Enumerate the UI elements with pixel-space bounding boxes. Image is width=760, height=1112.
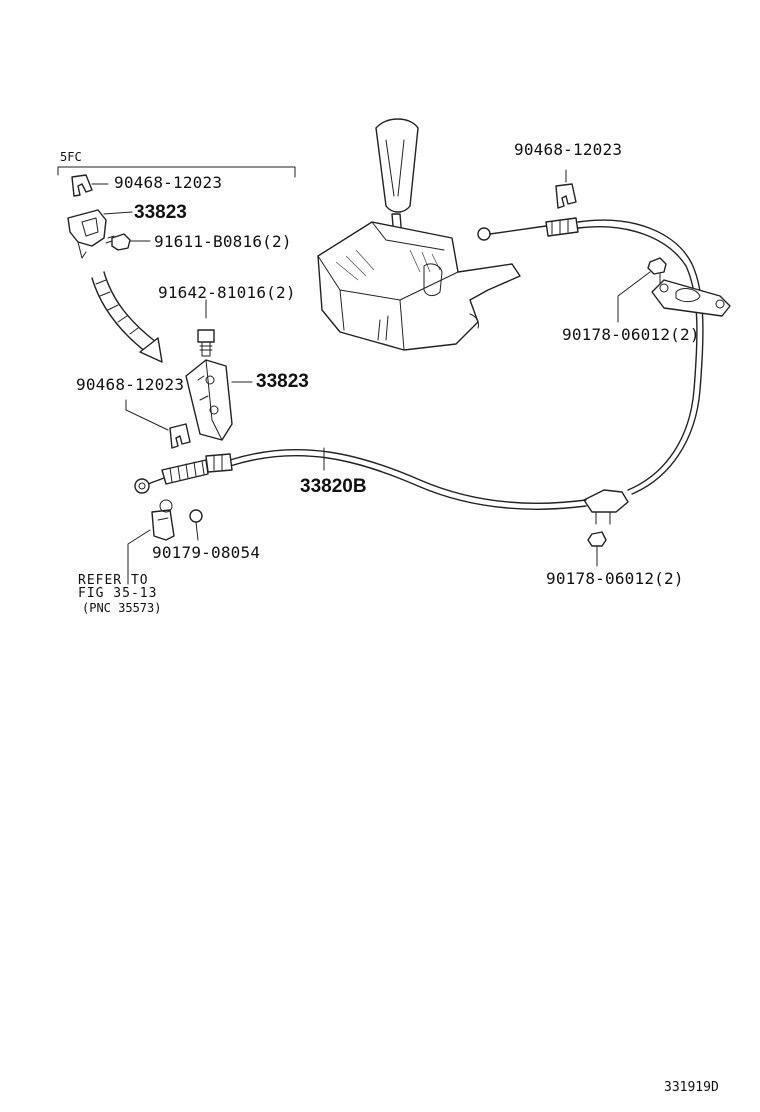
variant-group-bracket: [57, 166, 296, 178]
part-number-nut-right-lower[interactable]: 90178-06012(2): [546, 569, 684, 588]
part-number-clip-top-right[interactable]: 90468-12023: [514, 140, 623, 159]
bracket-mid-drawing: [185, 359, 253, 441]
part-number-bolt-mid[interactable]: 91642-81016(2): [158, 283, 296, 302]
nut-right-upper-drawing: [617, 257, 667, 323]
bracket-top-left-drawing: [67, 209, 133, 259]
reference-arrow: [91, 271, 163, 363]
part-number-bracket-mid[interactable]: 33823: [256, 371, 309, 392]
part-number-nut-right-upper[interactable]: 90178-06012(2): [562, 325, 700, 344]
part-number-bolt-top-left[interactable]: 91611-B0816(2): [154, 232, 292, 251]
bolt-top-left-drawing: [105, 233, 151, 251]
clip-lower-left-drawing: [127, 499, 175, 585]
clip-top-left-drawing: [71, 174, 109, 197]
part-number-nut-lower-left[interactable]: 90179-08054: [152, 543, 261, 562]
bolt-mid-drawing: [197, 299, 215, 357]
refer-note-line2[interactable]: FIG 35-13: [78, 586, 158, 601]
refer-note-line3: (PNC 35573): [82, 601, 162, 615]
part-number-bracket-top-left[interactable]: 33823: [134, 202, 187, 223]
nut-lower-left-drawing: [189, 509, 203, 541]
variant-label: 5FC: [60, 150, 82, 164]
part-number-clip-mid-left[interactable]: 90468-12023: [76, 375, 185, 394]
clip-top-right-drawing: [555, 169, 577, 209]
part-number-clip-top-left[interactable]: 90468-12023: [114, 173, 223, 192]
refer-note-line1: REFER TO: [78, 573, 149, 588]
part-number-cable[interactable]: 33820B: [300, 476, 367, 497]
cable-assembly-drawing: [134, 217, 731, 525]
diagram-code: 331919D: [664, 1080, 719, 1095]
shift-lever-assembly-drawing: [317, 118, 521, 351]
clip-mid-left-drawing: [125, 399, 191, 449]
nut-right-lower-drawing: [587, 531, 607, 567]
